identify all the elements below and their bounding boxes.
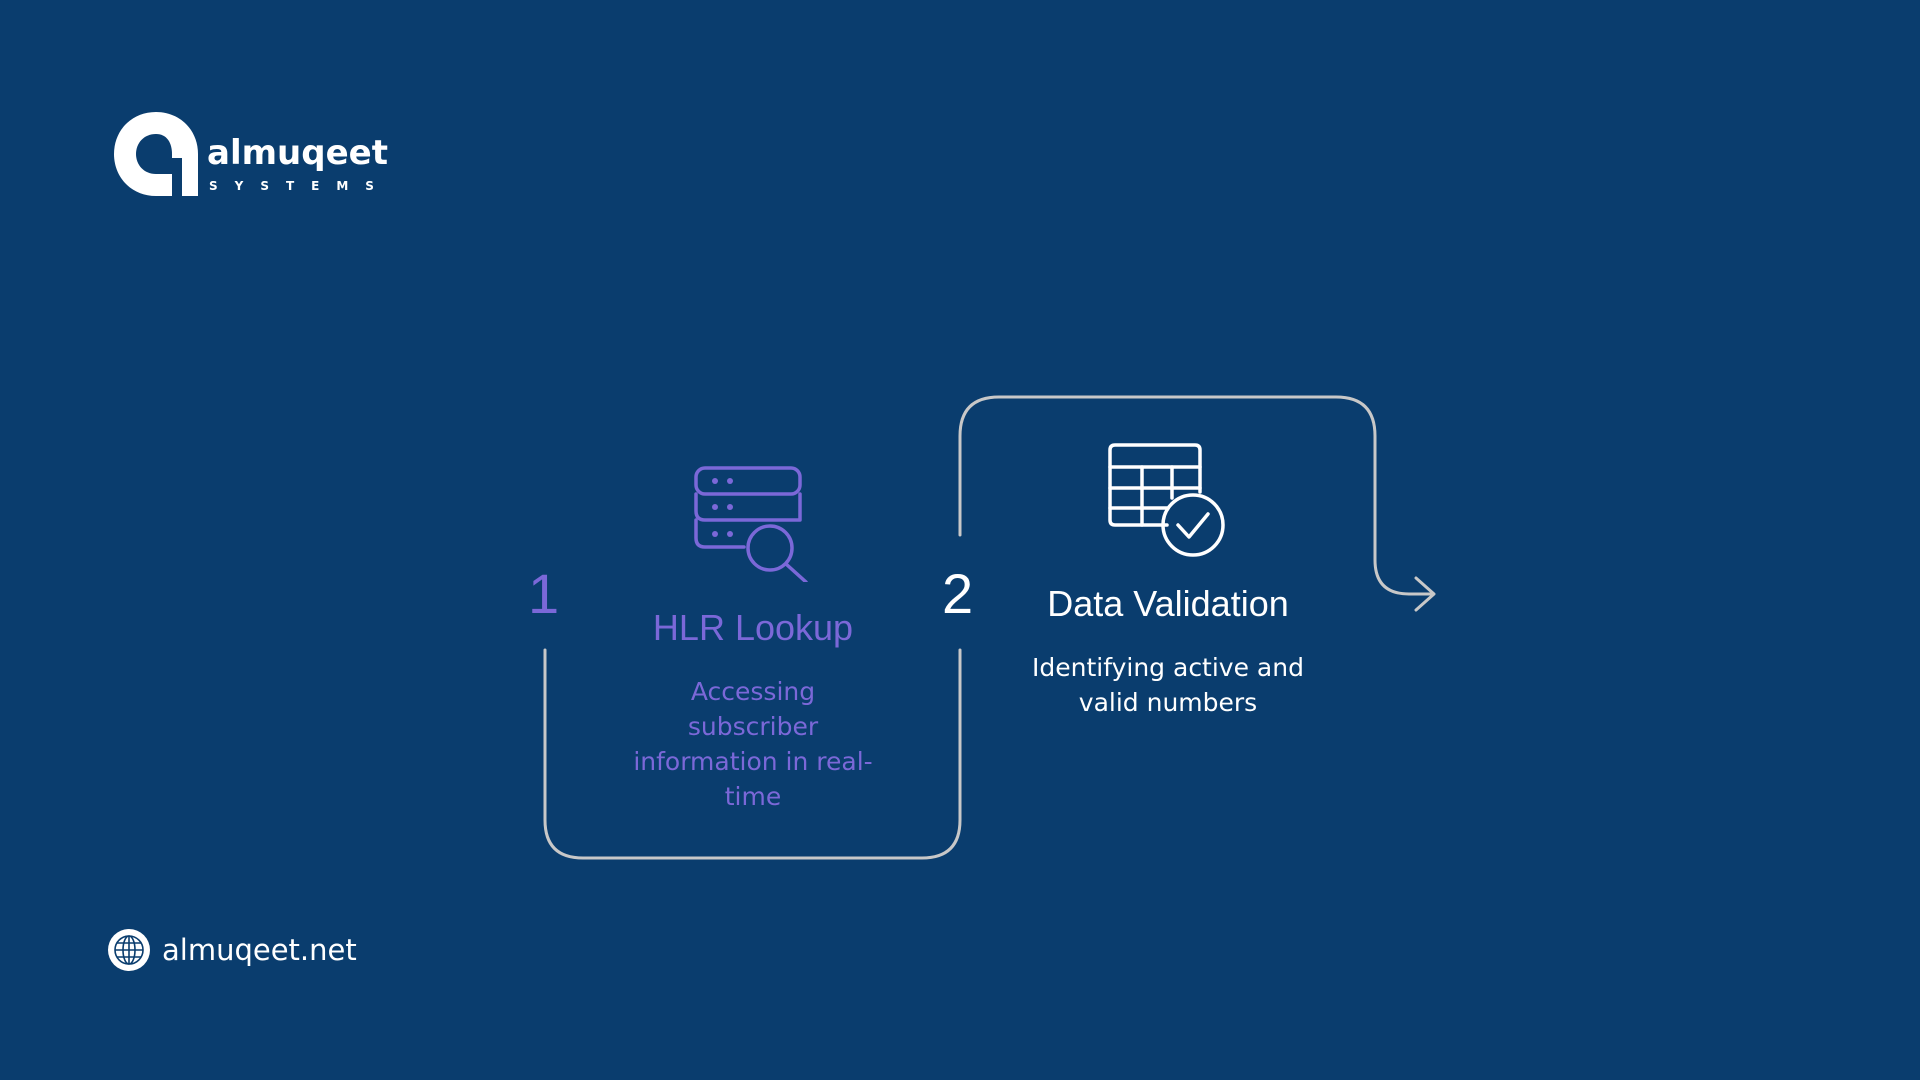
logo: almuqeet SYSTEMS <box>110 108 400 200</box>
step-2-number: 2 <box>942 562 974 625</box>
logo-mark-icon <box>114 112 198 196</box>
step-1-number: 1 <box>528 562 560 625</box>
globe-icon <box>108 929 150 971</box>
database-search-icon <box>694 466 808 582</box>
step-2-description: Identifying active and valid numbers <box>1032 653 1304 717</box>
step-2-bracket <box>958 395 1434 596</box>
website-link[interactable]: almuqeet.net <box>108 929 357 971</box>
table-check-icon <box>1108 443 1225 557</box>
step-1-title: HLR Lookup <box>652 607 854 648</box>
step-2-title: Data Validation <box>1047 583 1289 624</box>
step-1-bracket <box>543 648 962 860</box>
website-url[interactable]: almuqeet.net <box>162 932 357 967</box>
logo-tagline: SYSTEMS <box>209 179 391 193</box>
step-1-description: Accessing subscriber information in real… <box>633 677 873 811</box>
arrow-head <box>1414 576 1436 612</box>
logo-wordmark: almuqeet <box>207 133 388 173</box>
